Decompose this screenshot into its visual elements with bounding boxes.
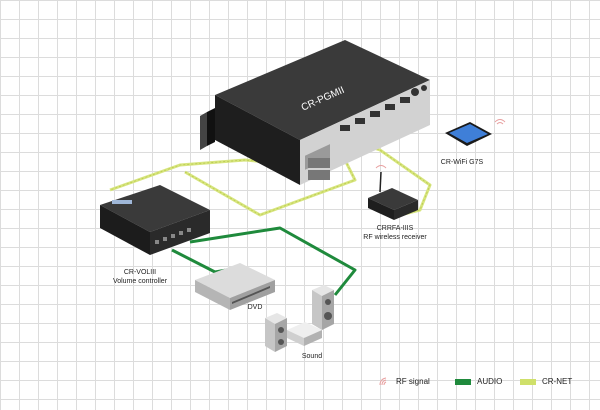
audio-cable-volume-to-sound — [189, 226, 357, 296]
rf-signal-icon — [375, 165, 387, 169]
volume-controller-description: Volume controller — [112, 278, 168, 285]
rf-receiver-model: CRRFA-IIIS — [376, 225, 414, 232]
rf-receiver-description: RF wireless receiver — [363, 234, 427, 241]
legend-label-crnet: CR-NET — [542, 377, 573, 386]
legend-item-audio: AUDIO — [455, 377, 502, 386]
rf-signal-icon — [494, 119, 506, 125]
rf-receiver-device — [368, 165, 418, 220]
rf-signal-icon — [379, 377, 387, 386]
wifi-panel-device — [445, 119, 506, 146]
legend-label-rf: RF signal — [396, 376, 430, 386]
legend-swatch-audio — [455, 378, 471, 385]
legend-label-audio: AUDIO — [477, 377, 503, 386]
sound-label: Sound — [301, 353, 323, 360]
rf-receiver-label: CRRFA-IIIS RF wireless receiver — [350, 224, 440, 242]
wifi-panel-label: CR-WiFi G7S — [440, 159, 484, 166]
volume-controller-model: CR-VOLIII — [123, 269, 157, 276]
volume-controller-device — [100, 185, 210, 255]
volume-controller-label: CR-VOLIII Volume controller — [100, 268, 180, 286]
main-unit-device: CR-PGMII — [200, 40, 430, 185]
sound-device — [265, 285, 334, 352]
legend-swatch-crnet — [520, 378, 536, 385]
legend-item-rf: RF signal — [378, 376, 430, 386]
dvd-device — [195, 263, 275, 310]
dvd-label: DVD — [247, 304, 263, 311]
legend-item-crnet: CR-NET — [520, 377, 572, 386]
